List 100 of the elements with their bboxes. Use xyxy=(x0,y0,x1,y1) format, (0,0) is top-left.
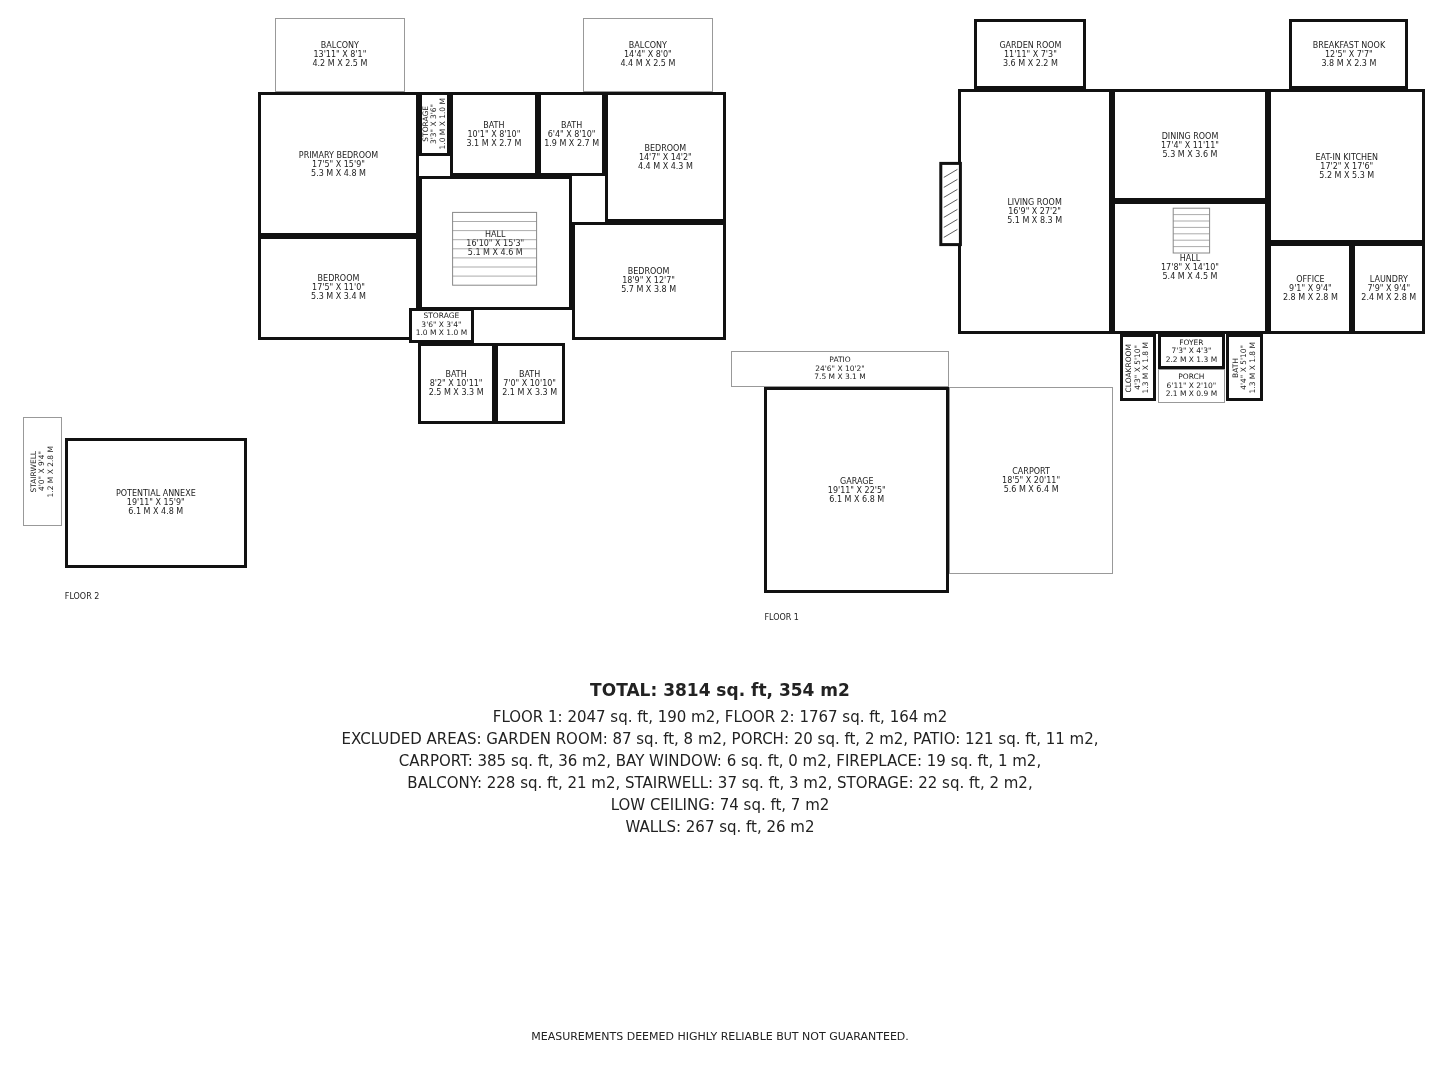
area-summary-line: CARPORT: 385 sq. ft, 36 m2, BAY WINDOW: 6 sq. ft, 0 m2, FIREPLACE: 19 sq. ft, 1 m2, xyxy=(398,752,1042,770)
room-dimensions: 17'2" X 17'6" xyxy=(1320,161,1374,171)
room-dimensions: 5.7 M X 3.8 M xyxy=(621,285,677,295)
room-name: BATH xyxy=(445,369,467,379)
room-dimensions: 3.1 M X 2.7 M xyxy=(466,138,522,148)
room-dimensions: 10'1" X 8'10" xyxy=(467,129,521,139)
room-dimensions: 3.6 M X 2.2 M xyxy=(1002,58,1058,68)
outdoor-area-outline xyxy=(22,416,62,526)
area-summary-line: FLOOR 1: 2047 sq. ft, 190 m2, FLOOR 2: 1767 sq. ft, 164 m2 xyxy=(492,708,948,726)
room-dimensions: 5.3 M X 3.4 M xyxy=(311,292,366,302)
room-dimensions: 17'5" X 11'0" xyxy=(312,283,365,293)
room-outline xyxy=(258,92,419,237)
room-name: HALL xyxy=(1179,254,1201,264)
room-outline xyxy=(1111,201,1269,335)
room-dimensions: 2.4 M X 2.8 M xyxy=(1361,293,1417,303)
room-dimensions: 9'1" X 9'4" xyxy=(1289,284,1332,294)
outdoor-area-outline xyxy=(1157,369,1225,403)
area-summary-line: EXCLUDED AREAS: GARDEN ROOM: 87 sq. ft, 8 m2, PORCH: 20 sq. ft, 2 m2, PATIO: 121 sq. ft, 11 m2, xyxy=(341,730,1099,748)
room-dimensions: 5.2 M X 5.3 M xyxy=(1319,170,1375,180)
room-outline xyxy=(419,176,572,311)
room-outline xyxy=(449,92,538,176)
room-outline xyxy=(1111,89,1269,202)
room-outline xyxy=(1289,19,1409,90)
room-name: BEDROOM xyxy=(644,143,687,153)
room-dimensions: 7'0" X 10'10" xyxy=(503,378,557,388)
room-outline xyxy=(417,342,495,424)
room-dimensions: 17'5" X 15'9" xyxy=(312,159,365,169)
room-name: HALL xyxy=(485,229,506,239)
room-dimensions: 2.1 M X 3.3 M xyxy=(502,387,558,397)
room-outline xyxy=(64,437,247,568)
room-dimensions: 13'11" X 8'1" xyxy=(313,50,367,60)
room-outline xyxy=(571,222,726,340)
room-name: OFFICE xyxy=(1296,275,1325,285)
room-outline xyxy=(957,89,1112,335)
disclaimer-note: MEASUREMENTS DEEMED HIGHLY RELIABLE BUT NOT GUARANTEED. xyxy=(531,1030,909,1043)
room-dimensions: 3.8 M X 2.3 M xyxy=(1321,58,1377,68)
room-dimensions: 5.3 M X 3.6 M xyxy=(1162,149,1218,159)
room-dimensions: 6.1 M X 4.8 M xyxy=(128,507,184,517)
room-name: GARAGE xyxy=(840,476,874,486)
area-summary-line: BALCONY: 228 sq. ft, 21 m2, STAIRWELL: 37 sq. ft, 3 m2, STORAGE: 22 sq. ft, 2 m2, xyxy=(407,774,1033,792)
room-outline xyxy=(974,19,1087,90)
room-dimensions: 7'9" X 9'4" xyxy=(1367,284,1411,294)
room-dimensions: 18'9" X 12'7" xyxy=(622,276,676,286)
outdoor-area-outline xyxy=(582,17,713,92)
room-dimensions: 14'4" X 8'0" xyxy=(624,50,672,60)
room-outline xyxy=(1268,243,1353,335)
room-outline xyxy=(1157,334,1225,370)
room-dimensions: 5.6 M X 6.4 M xyxy=(1003,485,1059,494)
room-name: EAT-IN KITCHEN xyxy=(1315,152,1379,162)
room-outline xyxy=(1268,89,1426,244)
room-name: LIVING ROOM xyxy=(1007,198,1062,208)
room-dimensions: 5.1 M X 4.6 M xyxy=(467,247,523,257)
room-dimensions: 19'11" X 15'9" xyxy=(126,498,185,508)
total-area-heading: TOTAL: 3814 sq. ft, 354 m2 xyxy=(590,680,850,700)
room-dimensions: 4.4 M X 2.5 M xyxy=(620,59,676,69)
room-outline xyxy=(494,342,565,424)
room-dimensions: 6'4" X 8'10" xyxy=(547,129,596,139)
room-name: BATH xyxy=(483,120,505,130)
room-name: BALCONY xyxy=(628,41,667,51)
room-outline xyxy=(419,92,450,157)
room-dimensions: 2.5 M X 3.3 M xyxy=(428,387,484,397)
room-outline xyxy=(1352,243,1426,335)
room-dimensions: 18'5" X 20'11" xyxy=(1002,476,1061,485)
room-dimensions: 6.1 M X 6.8 M xyxy=(829,494,885,504)
room-dimensions: 8'2" X 10'11" xyxy=(429,378,483,388)
room-dimensions: 14'7" X 14'2" xyxy=(638,152,692,162)
room-dimensions: 17'8" X 14'10" xyxy=(1161,263,1219,273)
room-outline xyxy=(764,387,950,594)
room-dimensions: 4.2 M X 2.5 M xyxy=(312,59,368,69)
room-outline xyxy=(1120,334,1157,402)
room-dimensions: 5.1 M X 8.3 M xyxy=(1007,216,1063,226)
outdoor-area-outline xyxy=(949,387,1113,574)
room-dimensions: 4.4 M X 4.3 M xyxy=(637,161,693,171)
room-outline xyxy=(409,307,474,343)
room-outline xyxy=(1226,334,1263,402)
area-summary-line: LOW CEILING: 74 sq. ft, 7 m2 xyxy=(610,796,830,814)
room-dimensions: 1.9 M X 2.7 M xyxy=(544,138,600,148)
room-dimensions: 16'10" X 15'3" xyxy=(466,238,525,248)
outdoor-area-outline xyxy=(274,17,405,92)
room-name: BREAKFAST NOOK xyxy=(1312,40,1386,50)
room-name: POTENTIAL ANNEXE xyxy=(115,489,196,499)
room-name: BATH xyxy=(518,369,541,379)
room-outline xyxy=(538,92,606,176)
room-name: BATH xyxy=(560,120,583,130)
floor-label: FLOOR 2 xyxy=(64,591,100,601)
room-name: BALCONY xyxy=(320,41,359,51)
room-dimensions: 2.8 M X 2.8 M xyxy=(1282,293,1338,303)
room-name: BEDROOM xyxy=(627,267,670,277)
outdoor-area-outline xyxy=(730,351,950,388)
room-name: GARDEN ROOM xyxy=(999,40,1062,50)
room-dimensions: 16'9" X 27'2" xyxy=(1008,207,1062,217)
room-dimensions: 19'11" X 22'5" xyxy=(827,485,886,495)
room-name: BEDROOM xyxy=(317,274,360,284)
room-dimensions: 5.4 M X 4.5 M xyxy=(1162,272,1218,282)
room-name: PRIMARY BEDROOM xyxy=(298,150,379,160)
room-dimensions: 17'4" X 11'11" xyxy=(1161,140,1219,150)
room-dimensions: 12'5" X 7'7" xyxy=(1325,49,1373,59)
room-dimensions: 11'11" X 7'3" xyxy=(1003,49,1057,59)
room-name: CARPORT xyxy=(1012,467,1050,476)
room-outline xyxy=(605,92,726,223)
